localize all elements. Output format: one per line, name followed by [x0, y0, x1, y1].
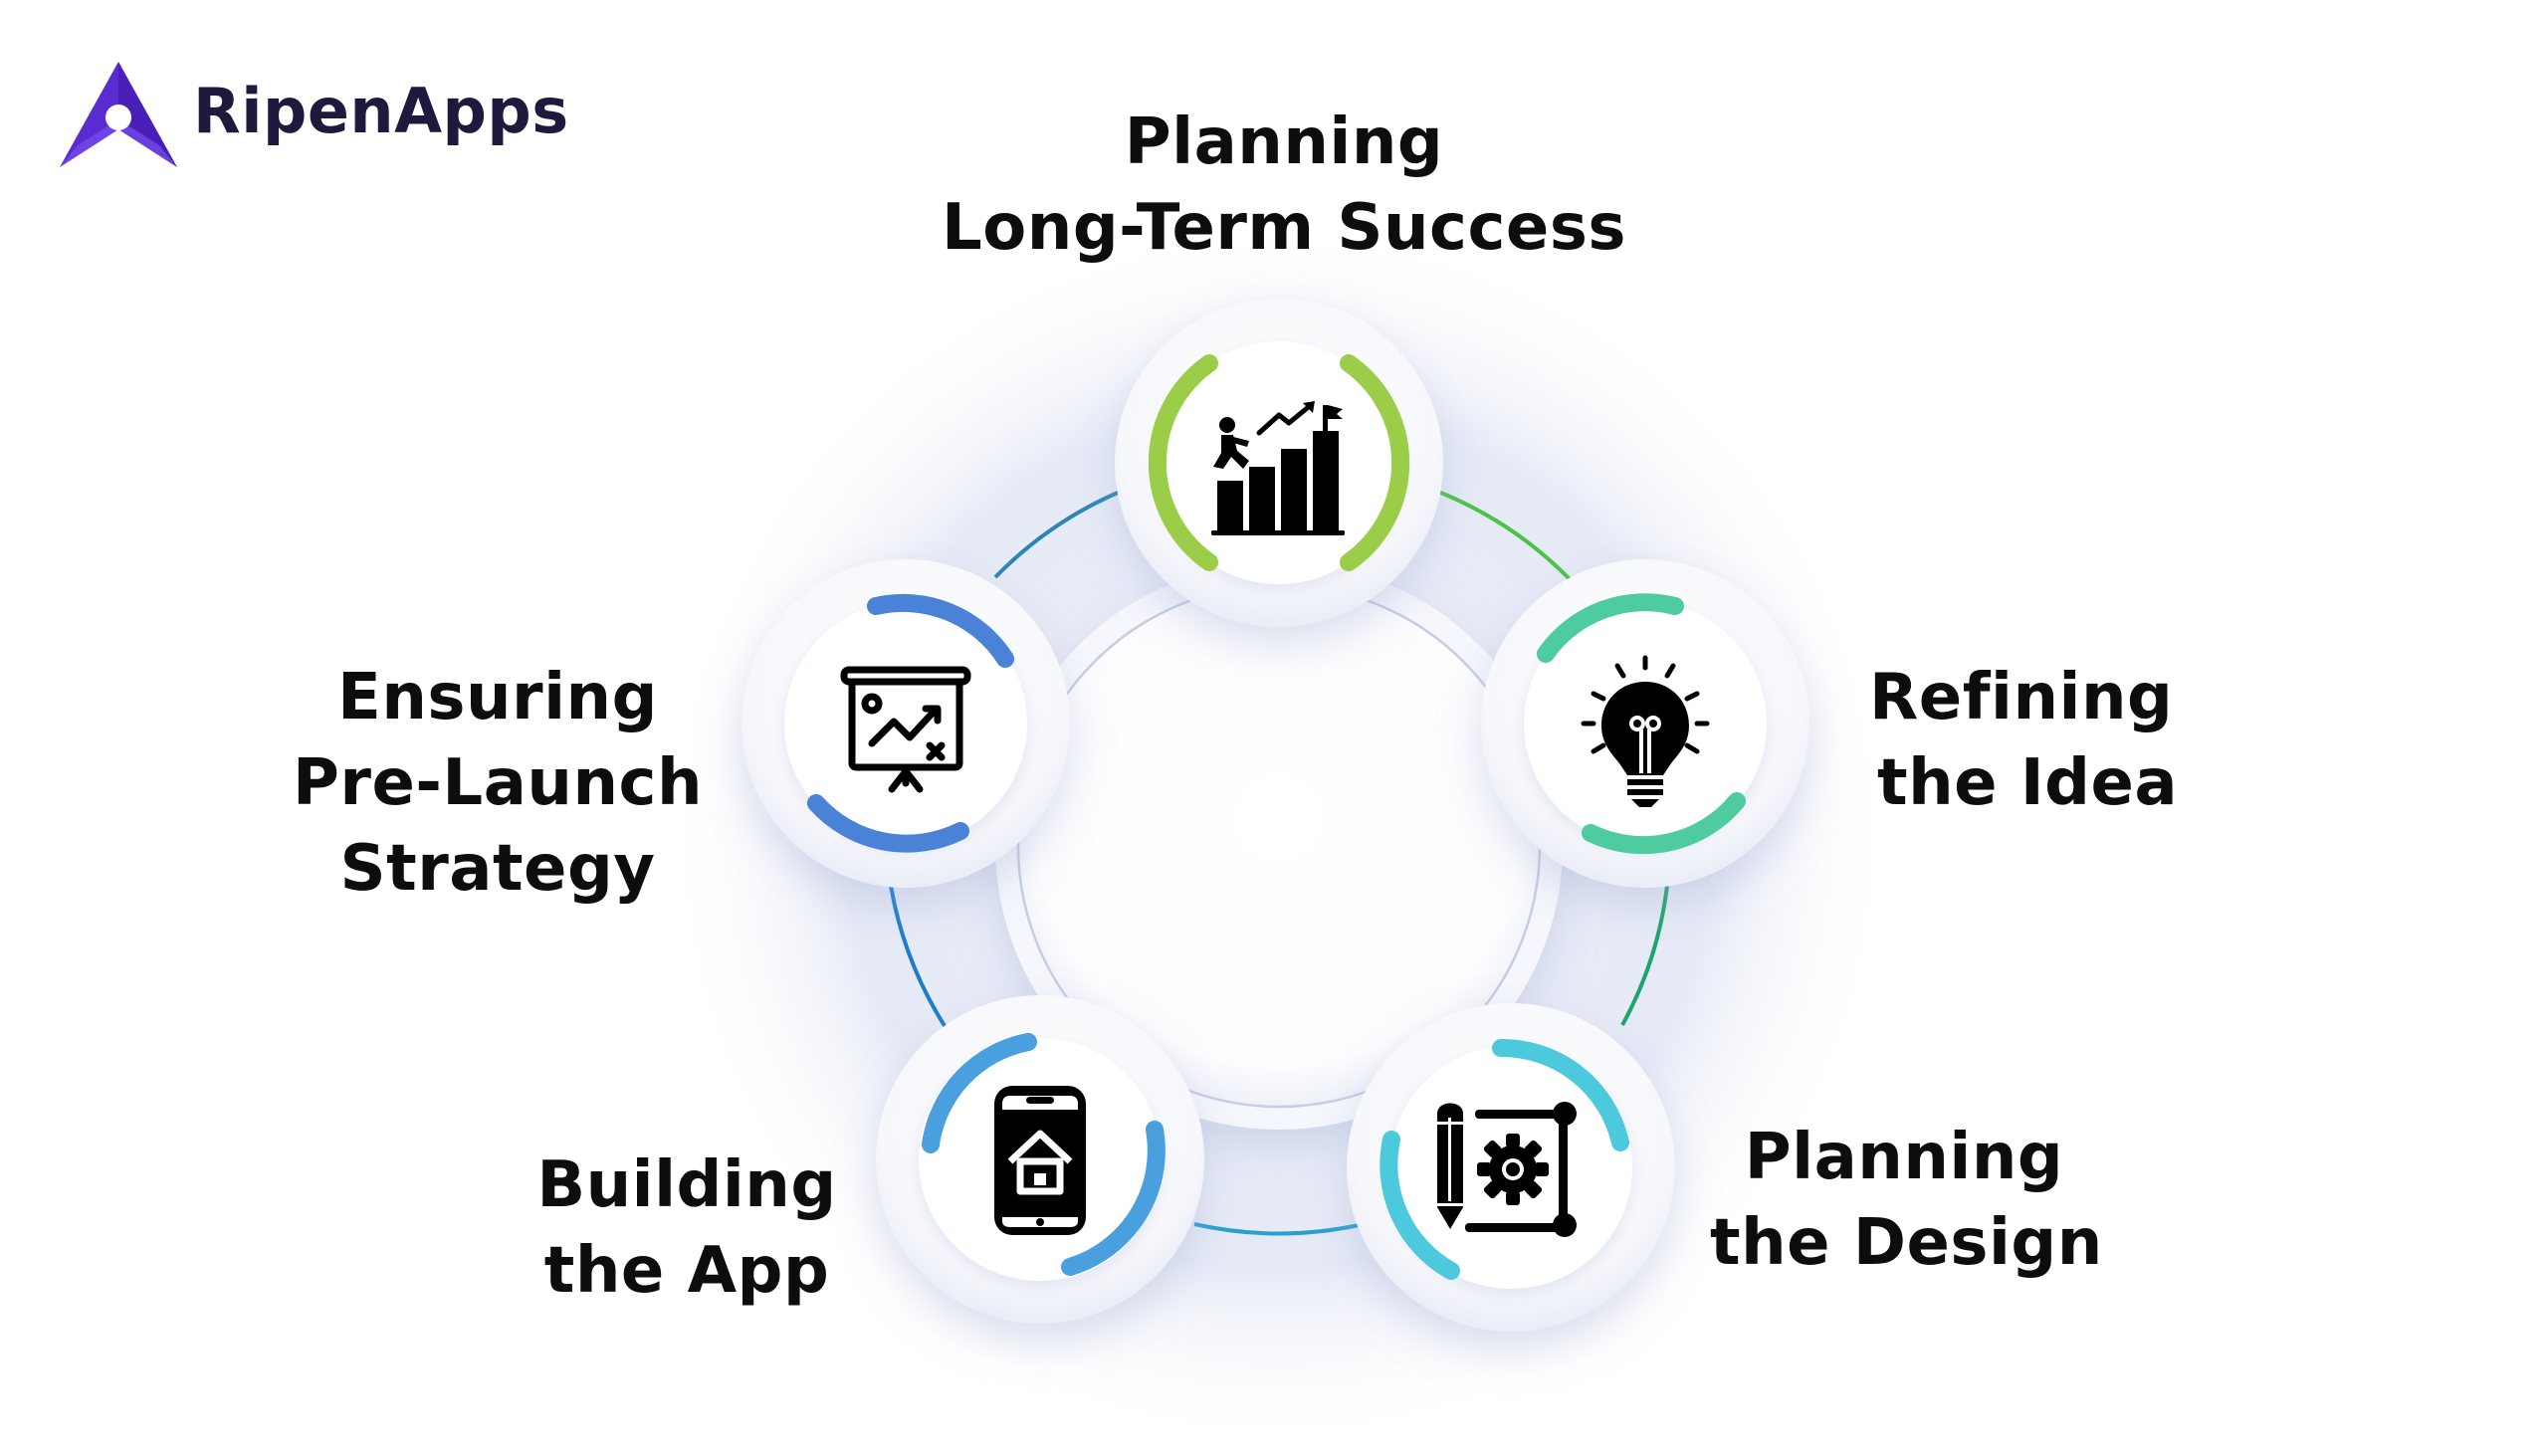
- ripenapps-logo-icon: [60, 62, 177, 167]
- brand-logo: RipenApps: [58, 60, 569, 169]
- step-node-refining-idea[interactable]: [1481, 559, 1809, 888]
- presentation-board-strategy-icon: [840, 666, 971, 793]
- step-label-refining-idea: Refining the Idea: [1869, 655, 2178, 826]
- progress-arc-top: [867, 593, 1014, 668]
- progress-arc-bottom: [1380, 1131, 1460, 1280]
- brand-name: RipenApps: [193, 74, 569, 147]
- progress-arc-top: [1537, 593, 1684, 663]
- design-blueprint-gear-icon: [1437, 1102, 1577, 1237]
- step-label-long-term-success: Planning Long-Term Success: [936, 100, 1632, 271]
- connecting-ring: [889, 488, 1669, 1236]
- lightbulb-icon: [1581, 655, 1710, 807]
- progress-arc-top: [1492, 1038, 1629, 1151]
- label-line: Building: [536, 1148, 837, 1222]
- progress-arc-right: [1340, 354, 1410, 571]
- label-line: the Idea: [1877, 746, 2179, 820]
- label-line: Long-Term Success: [942, 191, 1626, 265]
- step-label-planning-design: Planning the Design: [1710, 1115, 2103, 1286]
- progress-arc-bottom: [1061, 1121, 1166, 1276]
- step-label-pre-launch-strategy: Ensuring Pre-Launch Strategy: [289, 655, 707, 912]
- label-line: Pre-Launch: [292, 746, 704, 820]
- label-line: the App: [543, 1234, 830, 1308]
- growth-chart-climber-icon: [1211, 401, 1345, 535]
- progress-arc-bottom: [807, 794, 969, 853]
- step-node-pre-launch-strategy[interactable]: [742, 559, 1070, 888]
- label-line: Planning: [1124, 105, 1444, 179]
- step-node-planning-design[interactable]: [1347, 1003, 1675, 1332]
- step-node-building-app[interactable]: [876, 995, 1204, 1324]
- label-line: the Design: [1710, 1206, 2103, 1280]
- progress-arc-top: [922, 1033, 1037, 1153]
- progress-arc-bottom: [1582, 792, 1746, 855]
- label-line: Refining: [1869, 661, 2174, 734]
- progress-arc-left: [1148, 354, 1218, 571]
- step-label-building-app: Building the App: [528, 1143, 846, 1314]
- label-line: Planning: [1744, 1121, 2064, 1194]
- mobile-app-home-icon: [994, 1086, 1086, 1235]
- step-node-long-term-success[interactable]: [1115, 299, 1443, 627]
- label-line: Strategy: [339, 832, 656, 906]
- label-line: Ensuring: [337, 661, 658, 734]
- center-hub: [995, 562, 1563, 1130]
